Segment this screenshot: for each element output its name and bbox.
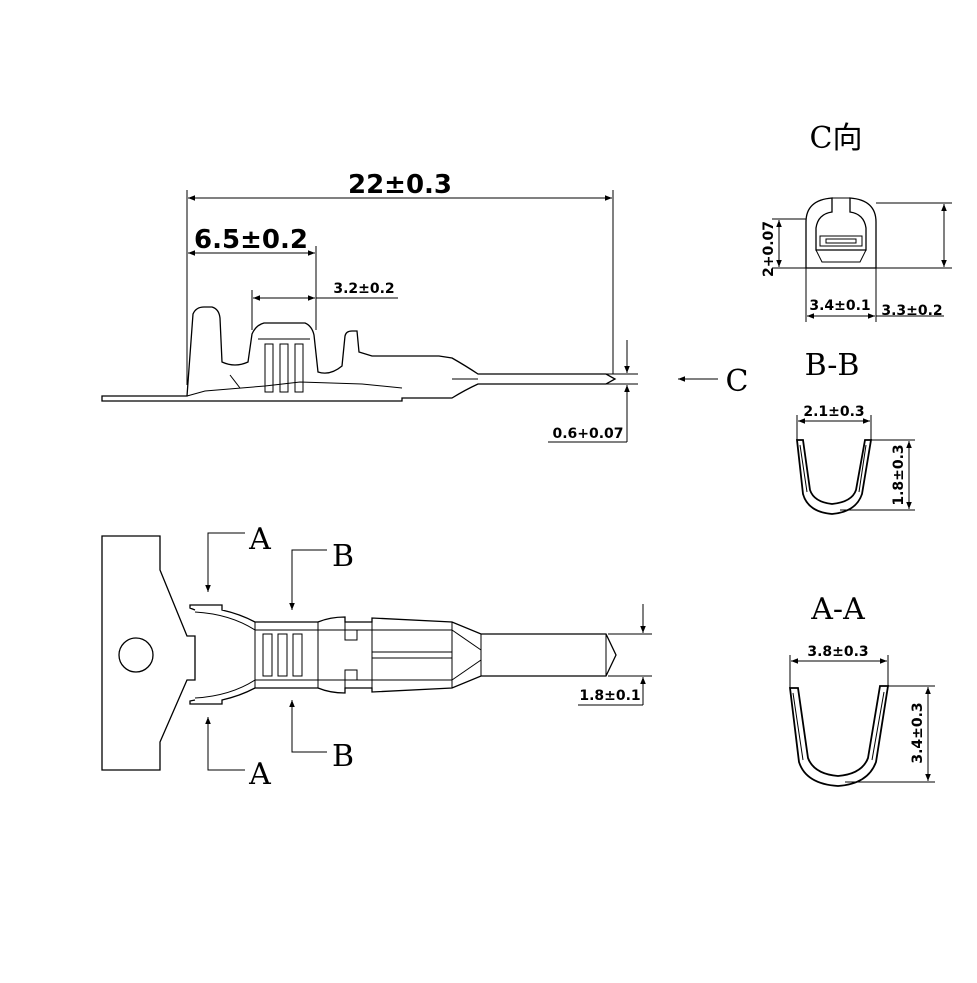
section-marker-b-top: B	[289, 539, 354, 610]
section-b-top-label: B	[332, 539, 354, 574]
dim-pin-thickness: 0.6+0.07	[548, 340, 638, 443]
dim-barrel-length: 3.2±0.2	[251, 281, 398, 330]
section-aa-width-label: 3.8±0.3	[807, 644, 868, 660]
section-marker-b-bottom: B	[289, 700, 354, 774]
view-c: C向 2+0.07 3.4±0.1 3.3±0.2	[761, 121, 952, 322]
dim-barrel-length-label: 3.2±0.2	[333, 281, 394, 297]
side-view	[101, 306, 617, 402]
dim-crimp-length: 6.5±0.2	[188, 225, 317, 330]
dim-pin-width: 1.8±0.1	[578, 604, 652, 706]
top-view	[101, 535, 617, 771]
dim-crimp-length-label: 6.5±0.2	[194, 225, 308, 255]
section-aa: A-A 3.8±0.3 3.4±0.3	[788, 592, 935, 787]
section-bb-width-label: 2.1±0.3	[803, 404, 864, 420]
dim-total-length-label: 22±0.3	[348, 170, 452, 200]
section-a-bottom-label: A	[248, 757, 271, 792]
section-aa-height-label: 3.4±0.3	[910, 702, 926, 763]
dim-pin-width-label: 1.8±0.1	[579, 688, 640, 704]
view-c-title: C向	[810, 121, 863, 156]
dim-total-length: 22±0.3	[186, 170, 614, 385]
section-bb: B-B 2.1±0.3 1.8±0.3	[795, 348, 915, 515]
view-arrow-c: C	[678, 364, 748, 399]
view-c-width-left-label: 3.4±0.1	[809, 298, 870, 314]
section-b-bottom-label: B	[332, 739, 354, 774]
section-aa-title: A-A	[810, 592, 865, 627]
view-arrow-c-label: C	[726, 364, 749, 399]
view-c-width-right-label: 3.3±0.2	[881, 303, 942, 319]
section-a-top-label: A	[248, 522, 271, 557]
section-marker-a-top: A	[205, 522, 271, 592]
section-bb-height-label: 1.8±0.3	[891, 444, 907, 505]
pilot-hole	[118, 637, 154, 673]
dim-pin-thickness-label: 0.6+0.07	[552, 426, 623, 442]
section-bb-title: B-B	[805, 348, 860, 383]
view-c-height-label: 2+0.07	[761, 221, 777, 277]
section-marker-a-bottom: A	[205, 717, 271, 792]
